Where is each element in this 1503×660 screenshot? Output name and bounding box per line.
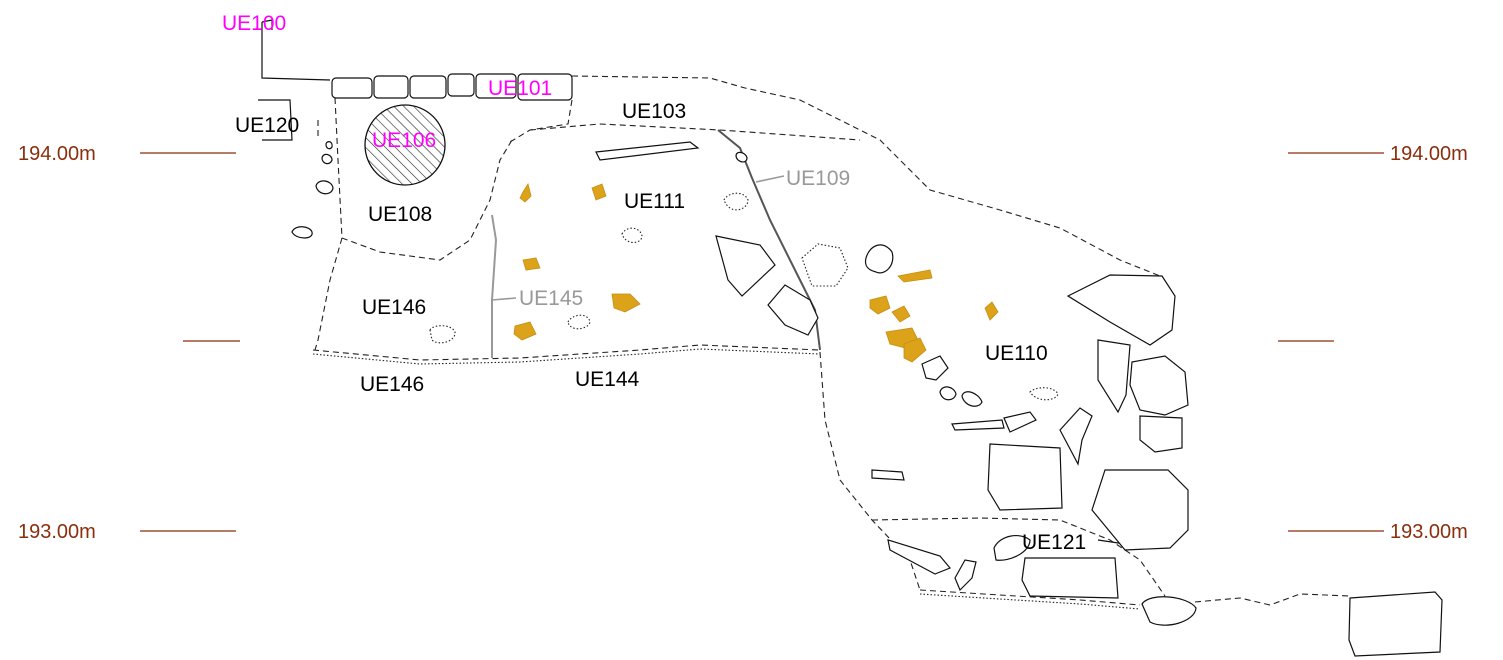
label-ue110: UE110	[985, 342, 1048, 365]
elevation-label-193-left: 193.00m	[18, 521, 96, 543]
label-ue100: UE100	[222, 12, 286, 35]
dotted-features	[429, 192, 1059, 401]
stone	[331, 77, 373, 99]
stone	[475, 73, 517, 99]
label-ue144: UE144	[575, 368, 640, 391]
label-ue111: UE111	[624, 190, 685, 213]
ue100-wall	[258, 19, 573, 141]
label-ue108: UE108	[368, 203, 432, 226]
stone	[373, 75, 409, 99]
label-ue101: UE101	[488, 77, 552, 100]
stratigraphic-boundaries	[312, 75, 1351, 610]
label-ue109: UE109	[786, 167, 850, 190]
label-ue146-upper: UE146	[362, 296, 426, 319]
stone	[409, 75, 447, 99]
ue106-pit	[364, 104, 446, 186]
elevation-lines	[140, 152, 1384, 532]
elevation-label-194-right: 194.00m	[1390, 143, 1468, 165]
label-ue146-lower: UE146	[360, 373, 424, 396]
label-ue106: UE106	[372, 129, 436, 152]
label-ue121: UE121	[1022, 531, 1086, 554]
ochre-inclusions	[513, 182, 999, 363]
elevation-label-193-right: 193.00m	[1390, 521, 1468, 543]
stone	[447, 73, 475, 97]
label-ue103: UE103	[622, 100, 686, 123]
stone	[517, 73, 573, 101]
label-ue145: UE145	[519, 287, 583, 310]
label-ue120: UE120	[235, 114, 299, 137]
stones	[291, 141, 1443, 657]
elevation-label-194-left: 194.00m	[18, 143, 96, 165]
